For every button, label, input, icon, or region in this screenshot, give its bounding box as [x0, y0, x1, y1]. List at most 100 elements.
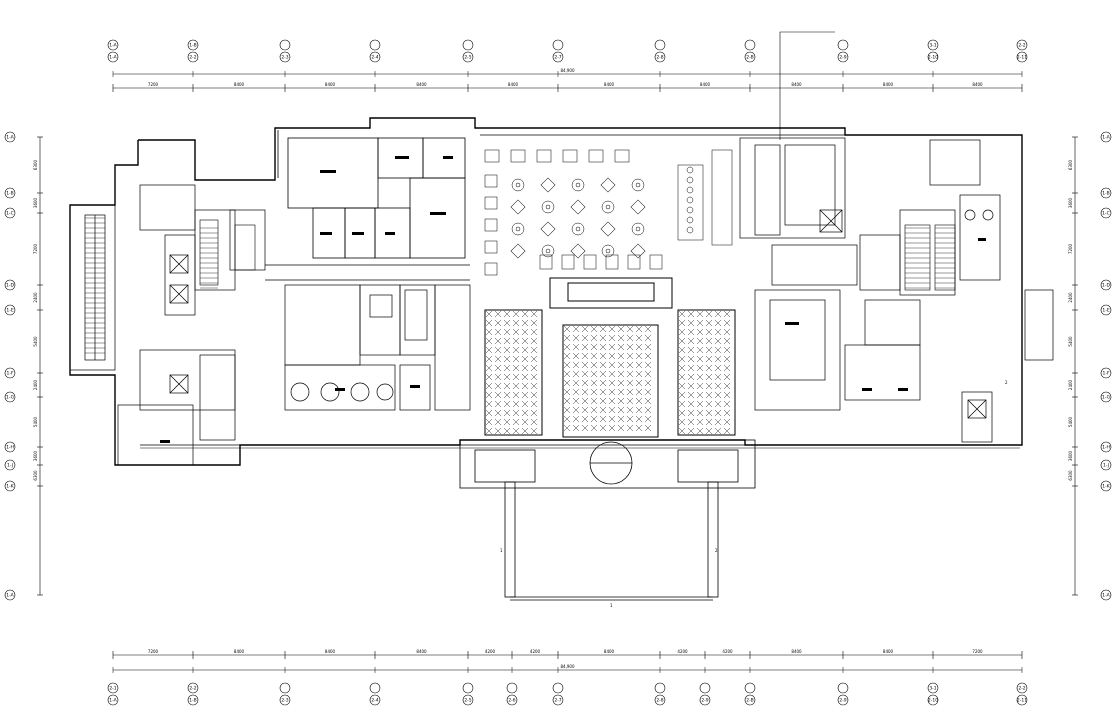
right-axis-label-1: 1-B — [1102, 191, 1109, 197]
feature-floor-pattern — [485, 310, 731, 435]
left-dim-2: 7200 — [33, 243, 38, 254]
entrance — [459, 439, 756, 601]
left-axis-label-6: 1-G — [6, 395, 15, 401]
bottom-axis-label-lower-10: 2-9 — [839, 698, 846, 704]
top-axis-label-lower-10: 2-11 — [1017, 55, 1027, 61]
callout-leader — [779, 31, 835, 140]
top-axis-bubble-upper-10 — [1016, 39, 1028, 51]
top-axis-bubble-upper-9 — [927, 39, 939, 51]
bottom-axis-bubble-lower-0 — [107, 694, 119, 706]
right-axis-bubble-0 — [1100, 131, 1112, 143]
bottom-axis-bubble-lower-7 — [654, 694, 666, 706]
bottom-axis-bubble-upper-8 — [699, 682, 711, 694]
right-rooms — [739, 137, 1054, 443]
top-axis-label-upper-10: 2-2 — [1018, 43, 1025, 49]
bar-counter — [677, 149, 733, 246]
right-axis-bubble-4 — [1100, 304, 1112, 316]
left-axis-bubble-4 — [4, 304, 16, 316]
right-axis-bubble-9 — [1100, 480, 1112, 492]
bottom-dim-10: 8400 — [883, 649, 894, 654]
bottom-dim-8: 4200 — [722, 649, 733, 654]
right-dim-2: 7200 — [1068, 243, 1073, 254]
right-axis-bubble-6 — [1100, 391, 1112, 403]
bottom-axis-bubble-lower-4 — [462, 694, 474, 706]
bottom-axis-label-lower-7: 2-8 — [656, 698, 663, 704]
bottom-dim-1: 8400 — [234, 649, 245, 654]
bottom-axis-bubble-upper-12 — [1016, 682, 1028, 694]
bottom-axis-bubble-lower-5 — [506, 694, 518, 706]
top-dim-5: 8400 — [604, 82, 615, 87]
top-axis-bubble-upper-1 — [187, 39, 199, 51]
top-axis-label-upper-0: 1-A — [109, 43, 117, 49]
bottom-dim-6: 8400 — [604, 649, 615, 654]
top-axis-label-upper-1: 1-B — [189, 43, 196, 49]
bottom-axis-bubble-upper-2 — [279, 682, 291, 694]
top-axis-bubble-upper-8 — [837, 39, 849, 51]
right-axis-label-0: 1-A — [1102, 135, 1110, 141]
bottom-axis-label-lower-4: 2-5 — [464, 698, 471, 704]
bottom-dim-0: 7200 — [148, 649, 159, 654]
left-axis-label-5: 1-F — [6, 371, 13, 377]
bottom-axis-label-lower-2: 2-3 — [281, 698, 288, 704]
right-axis-bubble-3 — [1100, 279, 1112, 291]
bottom-axis-label-upper-11: 3-1 — [929, 686, 936, 692]
bottom-axis-bubble-upper-4 — [462, 682, 474, 694]
left-axis-bubble-7 — [4, 441, 16, 453]
left-axis-label-9: 1-K — [6, 484, 14, 490]
right-axis-label-4: 1-E — [1102, 308, 1109, 314]
bottom-axis-bubble-upper-6 — [552, 682, 564, 694]
bottom-axis-bubble-upper-7 — [654, 682, 666, 694]
top-dim-7: 8400 — [791, 82, 802, 87]
left-axis-bubble-10 — [4, 589, 16, 601]
bottom-axis-label-lower-11: 2-10 — [928, 698, 938, 704]
section-mark-3: 2 — [715, 548, 718, 553]
right-dim-7: 3600 — [1068, 450, 1073, 461]
right-axis-label-9: 1-K — [1102, 484, 1110, 490]
left-axis-label-2: 1-C — [6, 211, 14, 217]
left-dim-3: 2400 — [33, 292, 38, 303]
section-mark-2: 1 — [610, 603, 613, 608]
bottom-axis-bubble-lower-10 — [837, 694, 849, 706]
bottom-axis-bubble-lower-9 — [744, 694, 756, 706]
bottom-axis-bubble-lower-6 — [552, 694, 564, 706]
left-axis-label-10: 1-A — [6, 593, 14, 599]
right-axis-bubble-7 — [1100, 441, 1112, 453]
bottom-axis-label-lower-1: 1-B — [189, 698, 196, 704]
top-axis-bubble-lower-7 — [744, 51, 756, 63]
top-axis-label-upper-9: 3-1 — [929, 43, 936, 49]
bottom-dim-5: 4200 — [530, 649, 541, 654]
bottom-axis-bubble-lower-3 — [369, 694, 381, 706]
right-axis-bubble-8 — [1100, 459, 1112, 471]
top-dim-1: 8400 — [234, 82, 245, 87]
right-axis-bubble-1 — [1100, 187, 1112, 199]
right-stair — [199, 219, 956, 291]
top-axis-label-lower-8: 2-9 — [839, 55, 846, 61]
bottom-axis-bubble-upper-9 — [744, 682, 756, 694]
top-axis-bubble-lower-4 — [462, 51, 474, 63]
left-axis-bubble-1 — [4, 187, 16, 199]
left-dim-7: 3600 — [33, 450, 38, 461]
left-dim-6: 5400 — [33, 416, 38, 427]
top-axis-label-lower-9: 2-10 — [928, 55, 938, 61]
top-dim-6: 8400 — [700, 82, 711, 87]
left-dim-0: 6300 — [33, 159, 38, 170]
top-axis-bubble-upper-6 — [654, 39, 666, 51]
top-axis-bubble-upper-7 — [744, 39, 756, 51]
left-stair-steps — [85, 217, 105, 354]
right-stair-steps — [200, 227, 955, 289]
bottom-dim-11: 7200 — [972, 649, 983, 654]
right-axis-bubble-2 — [1100, 207, 1112, 219]
top-axis-bubble-lower-10 — [1016, 51, 1028, 63]
top-axis-bubble-lower-8 — [837, 51, 849, 63]
top-axis-bubble-upper-0 — [107, 39, 119, 51]
left-axis-bubble-2 — [4, 207, 16, 219]
top-axis-label-lower-1: 2-2 — [189, 55, 196, 61]
bottom-dim-7: 4200 — [677, 649, 688, 654]
bottom-total: 84,900 — [561, 664, 575, 669]
bottom-dim-2: 8400 — [325, 649, 336, 654]
top-axis-label-lower-7: 2-B — [746, 55, 753, 61]
bottom-axis-bubble-upper-5 — [506, 682, 518, 694]
bottom-dim-4: 4200 — [485, 649, 496, 654]
top-axis-bubble-lower-3 — [369, 51, 381, 63]
